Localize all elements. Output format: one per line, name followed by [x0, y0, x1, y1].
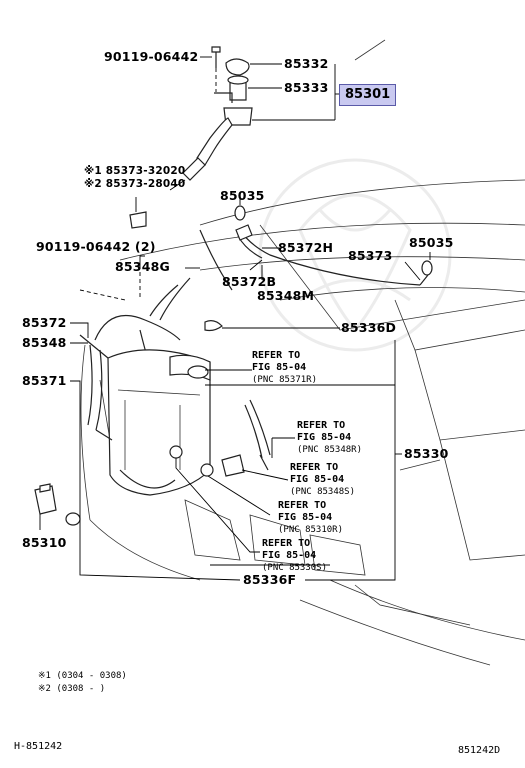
reference-pnc: (PNC 85348S) — [290, 487, 356, 497]
callout-85035-left: 85035 — [220, 188, 265, 203]
reference-line2: FIG 85-04 — [278, 512, 333, 523]
reference-85348r: REFER TO FIG 85-04 (PNC 85348R) — [297, 420, 362, 456]
hose-clip-part — [129, 211, 147, 229]
callout-85371: 85371 — [22, 373, 67, 388]
leader-lines — [39, 56, 431, 581]
callout-85372b: 85372B — [222, 274, 277, 289]
figure-code-right: 851242D — [458, 745, 501, 756]
callout-85336f: 85336F — [243, 572, 297, 587]
callout-85332: 85332 — [284, 56, 329, 71]
callout-85310: 85310 — [22, 535, 67, 550]
reference-pnc: (PNC 85330S) — [262, 563, 328, 573]
reference-line1: REFER TO — [252, 350, 301, 361]
reference-pnc: (PNC 85348R) — [297, 445, 363, 455]
reference-line2: FIG 85-04 — [297, 432, 352, 443]
callout-bolt-90119-06442-qty2: 90119-06442 (2) — [36, 239, 156, 254]
reference-line1: REFER TO — [278, 500, 327, 511]
reference-line2: FIG 85-04 — [262, 550, 317, 561]
callout-85348: 85348 — [22, 335, 67, 350]
reference-85371r: REFER TO FIG 85-04 (PNC 85371R) — [252, 350, 317, 386]
callout-85348m: 85348M — [257, 288, 315, 303]
callout-85330: 85330 — [404, 446, 449, 461]
reference-line1: REFER TO — [290, 462, 339, 473]
reference-line1: REFER TO — [262, 538, 311, 549]
callout-85333: 85333 — [284, 80, 329, 95]
callout-bolt-90119-06442-top: 90119-06442 — [104, 49, 199, 64]
reference-85310r: REFER TO FIG 85-04 (PNC 85310R) — [278, 500, 343, 536]
callout-85372: 85372 — [22, 315, 67, 330]
reference-pnc: (PNC 85310R) — [278, 525, 344, 535]
reference-85330s: REFER TO FIG 85-04 (PNC 85330S) — [262, 538, 327, 574]
callout-85336d: 85336D — [341, 320, 397, 335]
callout-85372h: 85372H — [278, 240, 334, 255]
callout-85373: 85373 — [348, 248, 393, 263]
reference-85348s: REFER TO FIG 85-04 (PNC 85348S) — [290, 462, 355, 498]
callout-85348g: 85348G — [115, 259, 170, 274]
washer-hoses — [87, 205, 433, 471]
callout-85035-right: 85035 — [409, 235, 454, 250]
figure-code-left: H-851242 — [14, 741, 63, 752]
reference-line2: FIG 85-04 — [252, 362, 307, 373]
footnote-1: ※1 (0304 - 0308) — [38, 671, 127, 681]
reference-line1: REFER TO — [297, 420, 346, 431]
reference-pnc: (PNC 85371R) — [252, 375, 318, 385]
callout-hose-alt1: ※1 85373-32020 — [84, 165, 186, 177]
callout-hose-alt2: ※2 85373-28040 — [84, 178, 186, 190]
washer-jar-part — [79, 334, 211, 496]
washer-motor-parts — [34, 445, 245, 526]
filler-inlet-assembly — [182, 46, 253, 181]
callout-85301-highlight: 85301 — [339, 84, 397, 106]
footnote-2: ※2 (0308 - ) — [38, 684, 106, 694]
reference-line2: FIG 85-04 — [290, 474, 345, 485]
